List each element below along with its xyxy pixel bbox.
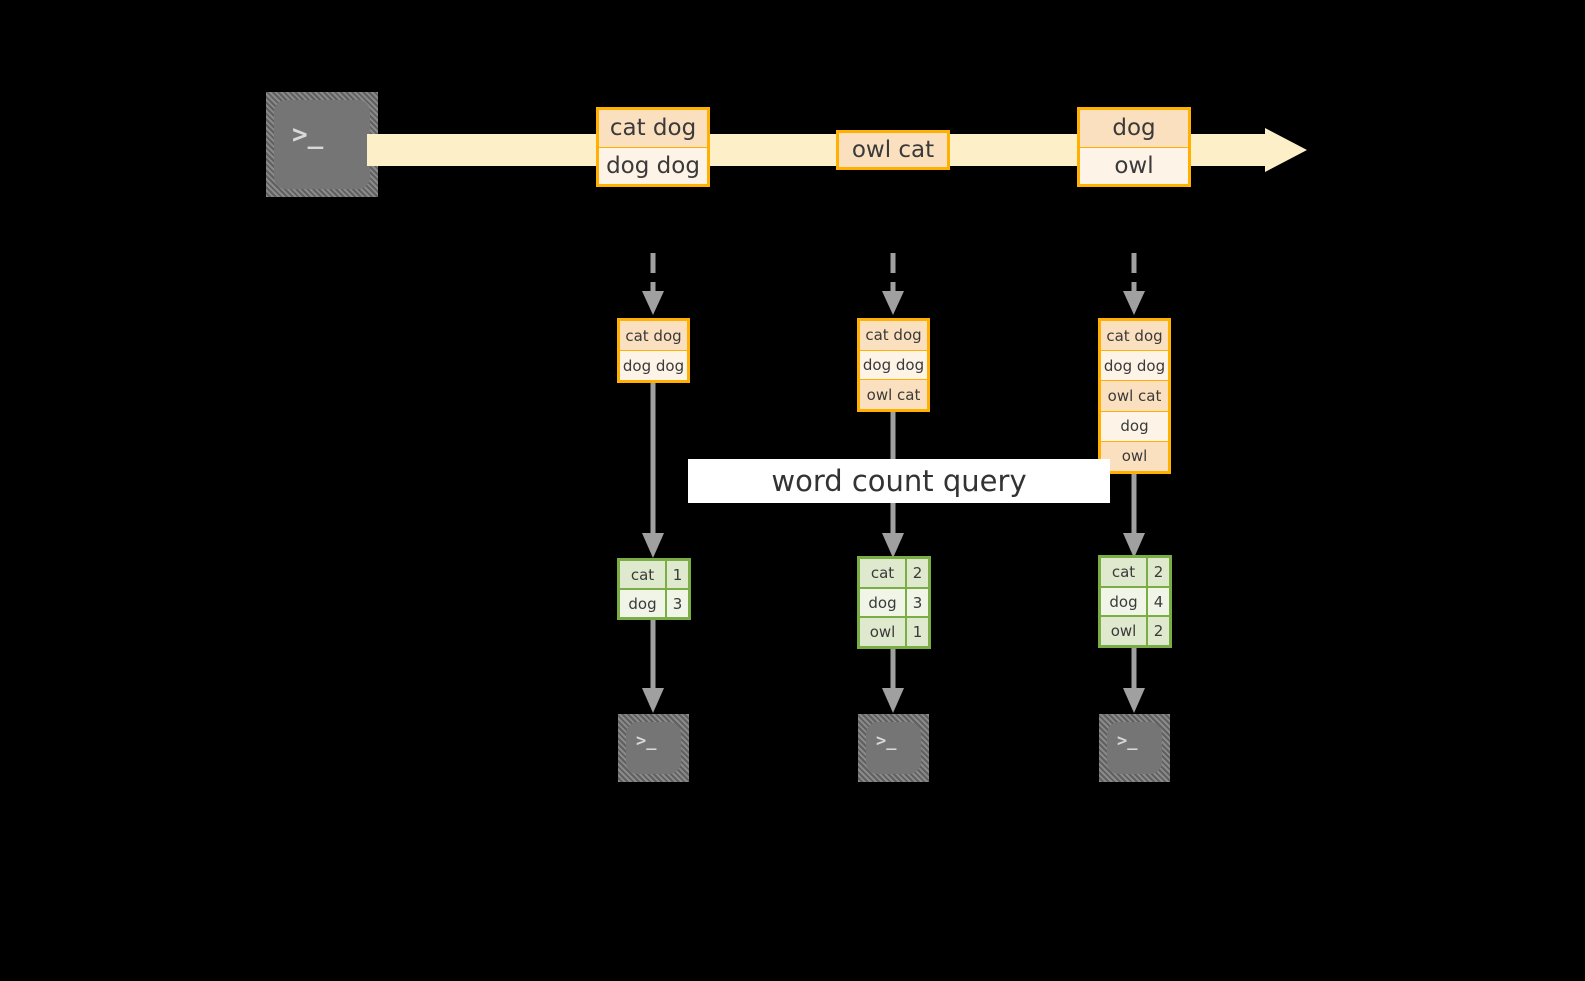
snapshot-row: owl cat: [1101, 381, 1168, 412]
table-row: dog 4: [1101, 587, 1169, 618]
table-row: owl 1: [860, 618, 928, 647]
snapshot-to-result-arrow: [1120, 474, 1148, 560]
result-word: owl: [1101, 617, 1148, 646]
query-label-text: word count query: [771, 464, 1027, 498]
result-count: 4: [1148, 587, 1169, 616]
result-table[interactable]: cat 2 dog 3 owl 1: [857, 556, 931, 649]
result-to-sink-arrow: [639, 620, 667, 715]
snapshot-row: owl: [1101, 441, 1168, 472]
terminal-screen: >_: [274, 100, 370, 189]
stream-to-snapshot-arrow: [879, 253, 907, 318]
result-word: cat: [1101, 558, 1148, 586]
result-word: dog: [620, 590, 667, 617]
sink-terminal-icon: >_: [858, 714, 929, 782]
sink-terminal-icon: >_: [1099, 714, 1170, 782]
result-table[interactable]: cat 2 dog 4 owl 2: [1098, 555, 1172, 648]
terminal-prompt-glyph: >_: [636, 731, 657, 751]
snapshot-row: dog: [1101, 411, 1168, 442]
result-count: 2: [1148, 617, 1169, 646]
result-count: 2: [907, 559, 928, 587]
terminal-screen: >_: [626, 722, 681, 774]
result-count: 2: [1148, 558, 1169, 586]
result-to-sink-arrow: [879, 649, 907, 715]
snapshot-row: dog dog: [860, 350, 927, 381]
stream-event-row: dog: [1080, 110, 1188, 148]
stream-to-snapshot-arrow: [1120, 253, 1148, 318]
stream-event-row: cat dog: [599, 110, 707, 148]
table-row: owl 2: [1101, 617, 1169, 646]
result-count: 1: [907, 618, 928, 647]
table-row: cat 1: [620, 561, 688, 590]
table-row: dog 3: [620, 590, 688, 617]
terminal-prompt-glyph: >_: [876, 731, 897, 751]
snapshot-box[interactable]: cat dog dog dog owl cat: [857, 318, 930, 412]
stream-event-row: dog dog: [599, 147, 707, 184]
snapshot-box[interactable]: cat dog dog dog owl cat dog owl: [1098, 318, 1171, 474]
terminal-prompt-glyph: >_: [1117, 731, 1138, 751]
result-word: dog: [1101, 587, 1148, 616]
result-count: 3: [907, 588, 928, 617]
result-table[interactable]: cat 1 dog 3: [617, 558, 691, 620]
sink-terminal-icon: >_: [618, 714, 689, 782]
stream-event-box[interactable]: dog owl: [1077, 107, 1191, 187]
result-count: 3: [667, 590, 688, 617]
snapshot-row: dog dog: [620, 351, 687, 380]
result-word: dog: [860, 588, 907, 617]
snapshot-box[interactable]: cat dog dog dog: [617, 318, 690, 383]
terminal-prompt-glyph: >_: [292, 120, 324, 150]
snapshot-row: dog dog: [1101, 351, 1168, 382]
snapshot-to-result-arrow: [639, 383, 667, 560]
table-row: cat 2: [1101, 558, 1169, 588]
snapshot-row: cat dog: [860, 321, 927, 351]
snapshot-row: cat dog: [620, 321, 687, 351]
snapshot-row: owl cat: [860, 380, 927, 410]
result-word: cat: [620, 561, 667, 588]
terminal-screen: >_: [1107, 722, 1162, 774]
stream-event-box[interactable]: cat dog dog dog: [596, 107, 710, 187]
result-count: 1: [667, 561, 688, 588]
terminal-screen: >_: [866, 722, 921, 774]
stream-to-snapshot-arrow: [639, 253, 667, 318]
query-label-band: word count query: [688, 459, 1110, 503]
result-word: owl: [860, 618, 907, 647]
stream-event-box[interactable]: owl cat: [836, 130, 950, 170]
table-row: cat 2: [860, 559, 928, 589]
stream-event-row: owl cat: [839, 133, 947, 167]
table-row: dog 3: [860, 588, 928, 619]
snapshot-row: cat dog: [1101, 321, 1168, 352]
result-to-sink-arrow: [1120, 648, 1148, 715]
stream-event-row: owl: [1080, 147, 1188, 184]
result-word: cat: [860, 559, 907, 587]
source-terminal-icon: >_: [266, 92, 378, 197]
